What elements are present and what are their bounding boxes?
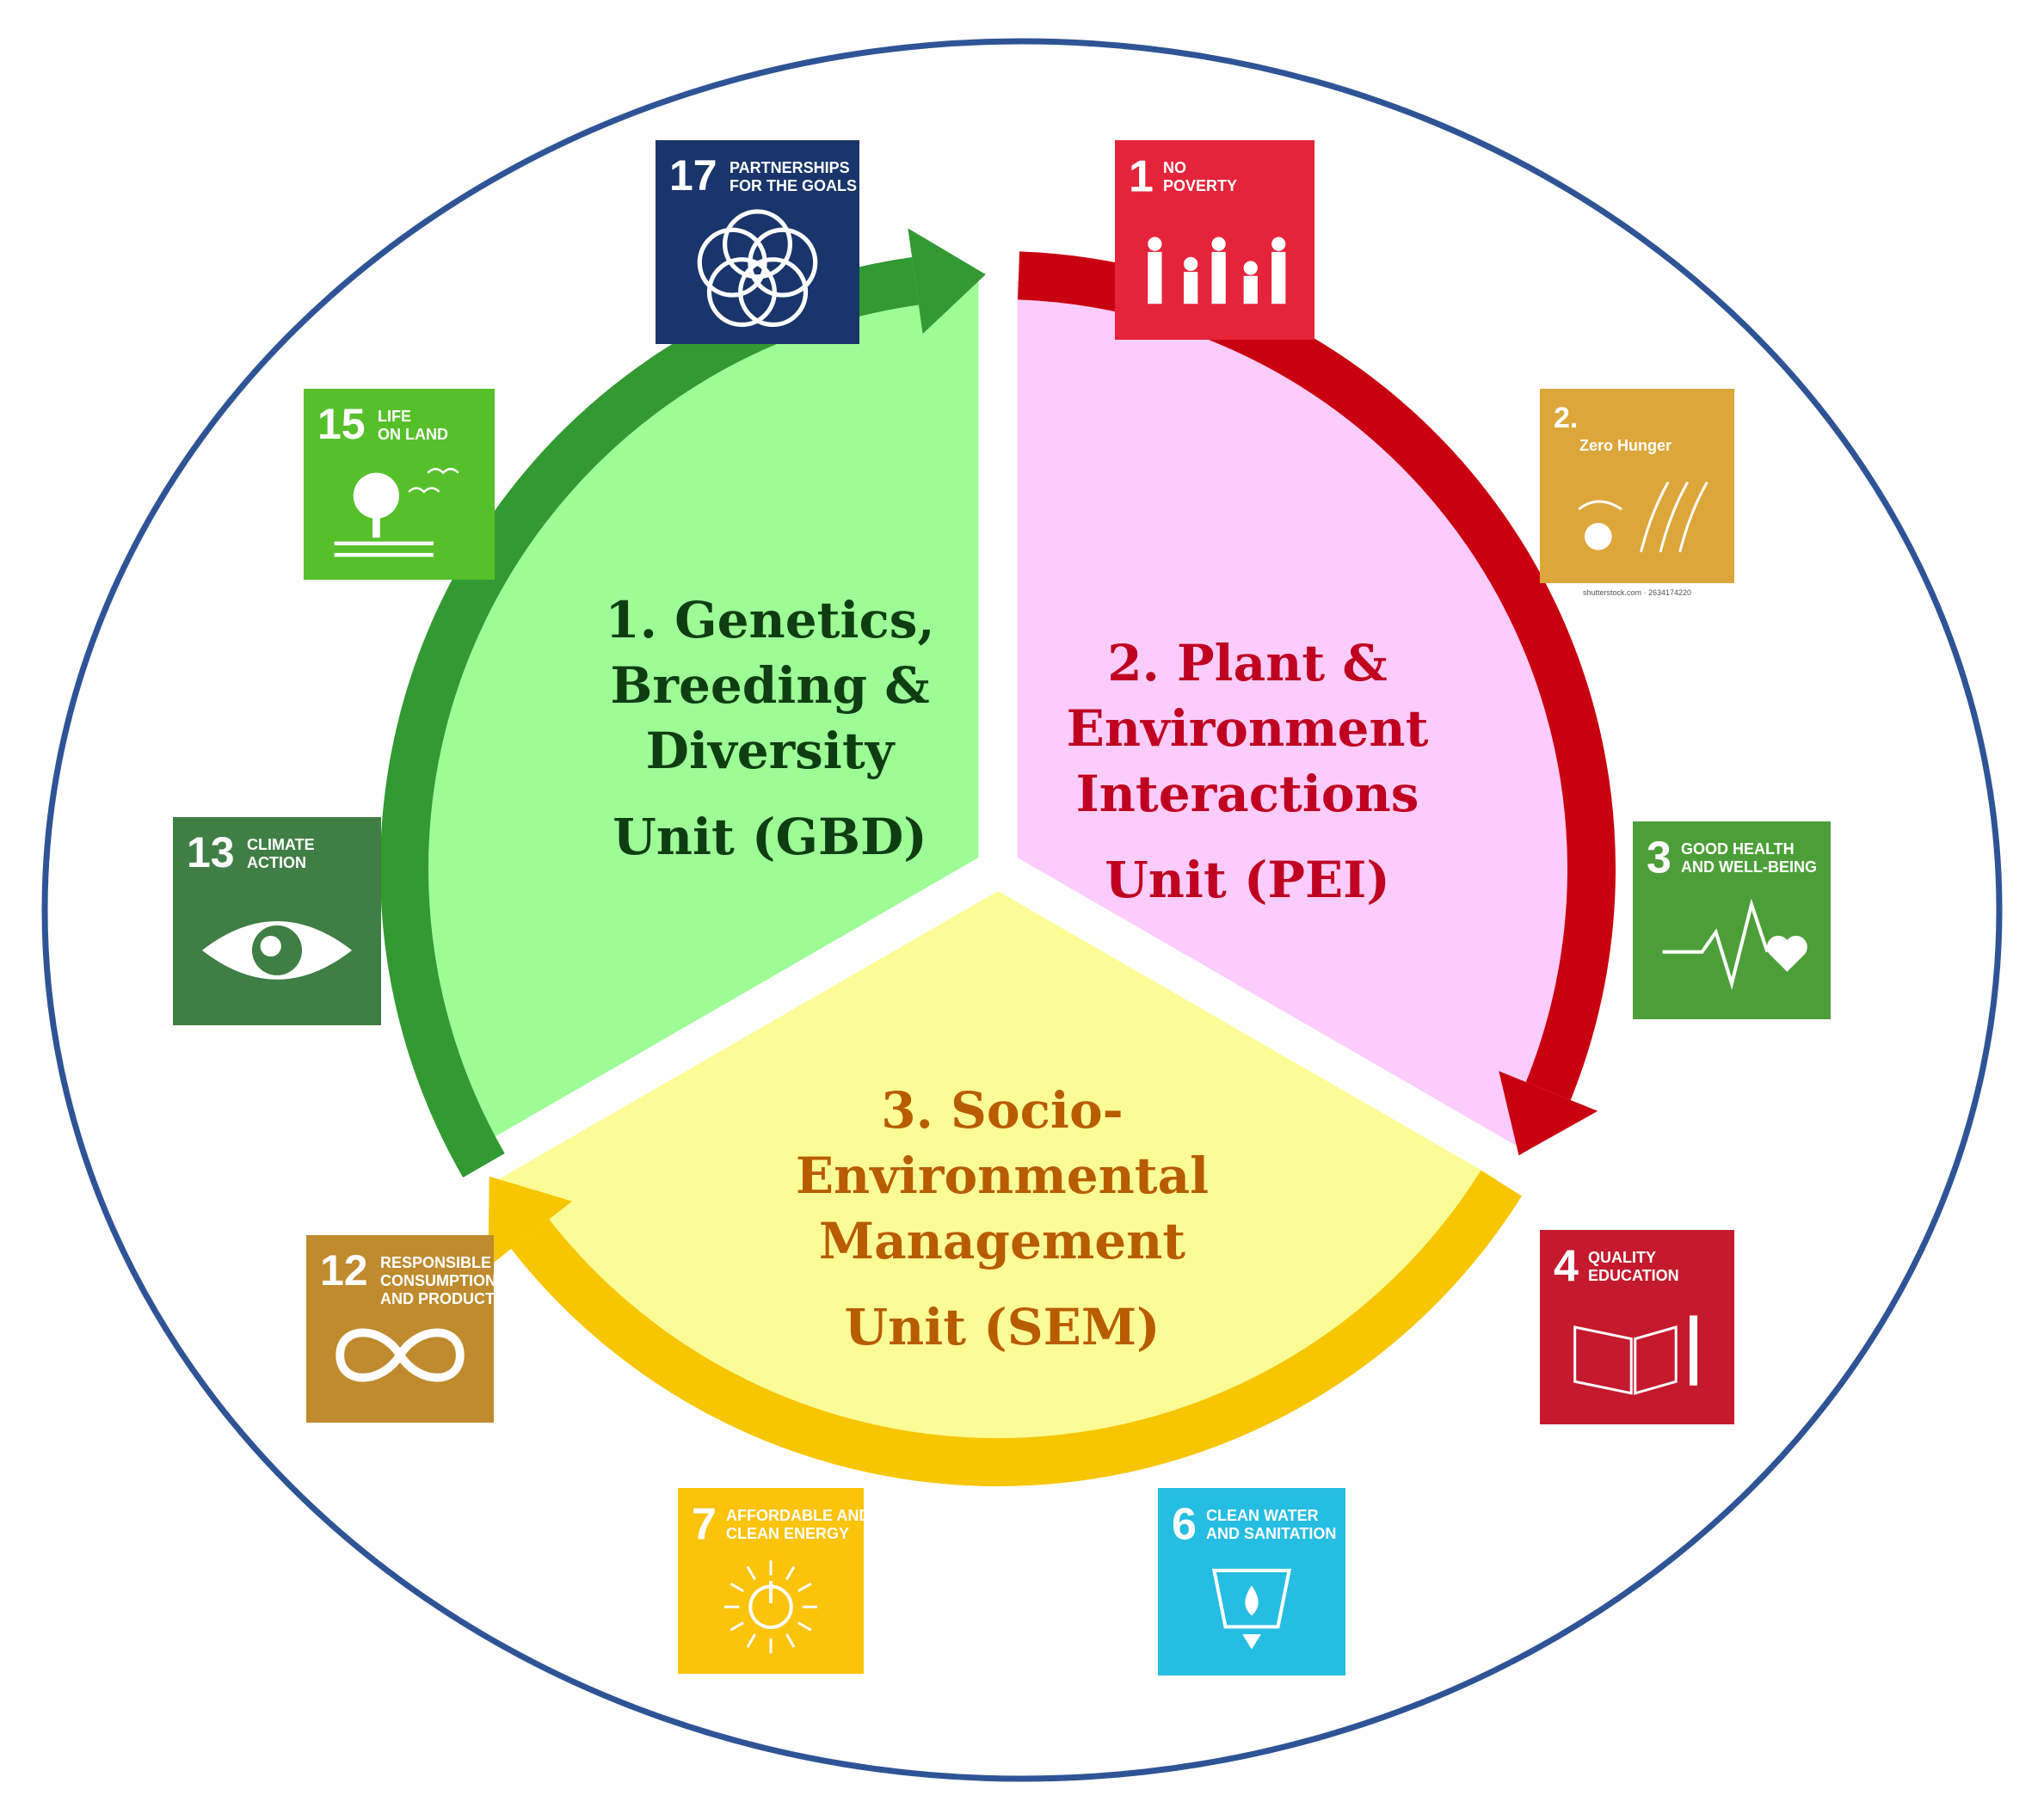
sdg-label: EDUCATION [1588,1267,1679,1284]
sdg-tile-2: 2.Zero Hunger shutterstock.com · 26341742… [1540,389,1734,597]
cycle-arrow-sem [511,1170,1522,1486]
flower-rings-icon [697,209,818,328]
sdg-number: 7 [692,1500,717,1550]
sdg-label: Zero Hunger [1579,437,1672,454]
water-drop-icon [1211,1568,1292,1650]
sdg-label: PARTNERSHIPS [730,159,850,176]
sdg-label: FOR THE GOALS [730,177,857,194]
pei-label-line: Unit (PEI) [1105,851,1390,909]
outer-ring [41,38,2003,1782]
sdg-label: POVERTY [1163,177,1237,194]
book-pencil-icon [1573,1315,1698,1395]
sdg-number: 13 [187,828,235,876]
sdg-label: ACTION [247,854,306,871]
sdg-label: CLIMATE [247,836,315,853]
sdg-label: CLEAN WATER [1206,1507,1319,1524]
sdg-label: AND PRODUCTION [380,1290,522,1307]
gbd-label-line: 1. Genetics, [605,591,934,649]
sdg-label: QUALITY [1588,1249,1656,1266]
arrowhead-gbd-icon [908,228,986,335]
sdg-label: CONSUMPTION [380,1272,496,1289]
arrowhead-pei-icon [1499,1071,1598,1156]
sdg-label: AND SANITATION [1206,1525,1336,1542]
sdg-label: ON LAND [378,426,448,443]
gbd-label-line: Breeding & [610,656,929,715]
wheat-bowl-icon [1578,481,1708,553]
sem-label-line: 3. Socio- [881,1081,1123,1140]
heartbeat-icon [1662,898,1807,991]
sdg-label: CLEAN ENERGY [726,1525,849,1542]
sdg-number: 17 [669,151,717,200]
sdg-label: AFFORDABLE AND [726,1507,870,1524]
sdg-number: 3 [1647,833,1672,883]
sdg-tile-background [1540,389,1734,583]
sun-power-icon [724,1560,817,1654]
sdg-number: 2. [1554,402,1578,434]
pei-label-line: 2. Plant & [1107,634,1388,692]
sdg-label: GOOD HEALTH [1681,840,1795,858]
gbd-label-line: Unit (GBD) [613,808,927,866]
pei-label-line: Environment [1067,699,1429,758]
arrowhead-sem-icon [488,1176,573,1267]
sdg-number: 1 [1129,152,1154,202]
sem-label-line: Unit (SEM) [845,1298,1161,1356]
sdg-label: NO [1163,159,1186,176]
sdg-tile-background [306,1235,494,1423]
sdg-number: 6 [1172,1500,1197,1550]
family-icon [1148,237,1286,304]
sem-label-line: Environmental [796,1147,1209,1205]
sem-label-line: Management [819,1212,1185,1270]
sdg-label: AND WELL-BEING [1681,858,1817,876]
sdg-label: LIFE [378,408,411,425]
pei-label-line: Interactions [1076,765,1419,823]
tree-birds-icon [334,467,459,557]
sdg-label: RESPONSIBLE [380,1254,491,1271]
gbd-label-line: Diversity [646,722,896,780]
infinity-loop-icon [336,1328,465,1382]
sdg-number: 4 [1554,1242,1579,1292]
earth-eye-icon [201,921,353,980]
image-credit: shutterstock.com · 2634174220 [1583,588,1691,597]
segment-sem [498,891,1498,1467]
sdg-number: 15 [317,400,366,448]
sdg-tile-background [304,389,495,580]
sdg-number: 12 [320,1246,368,1294]
